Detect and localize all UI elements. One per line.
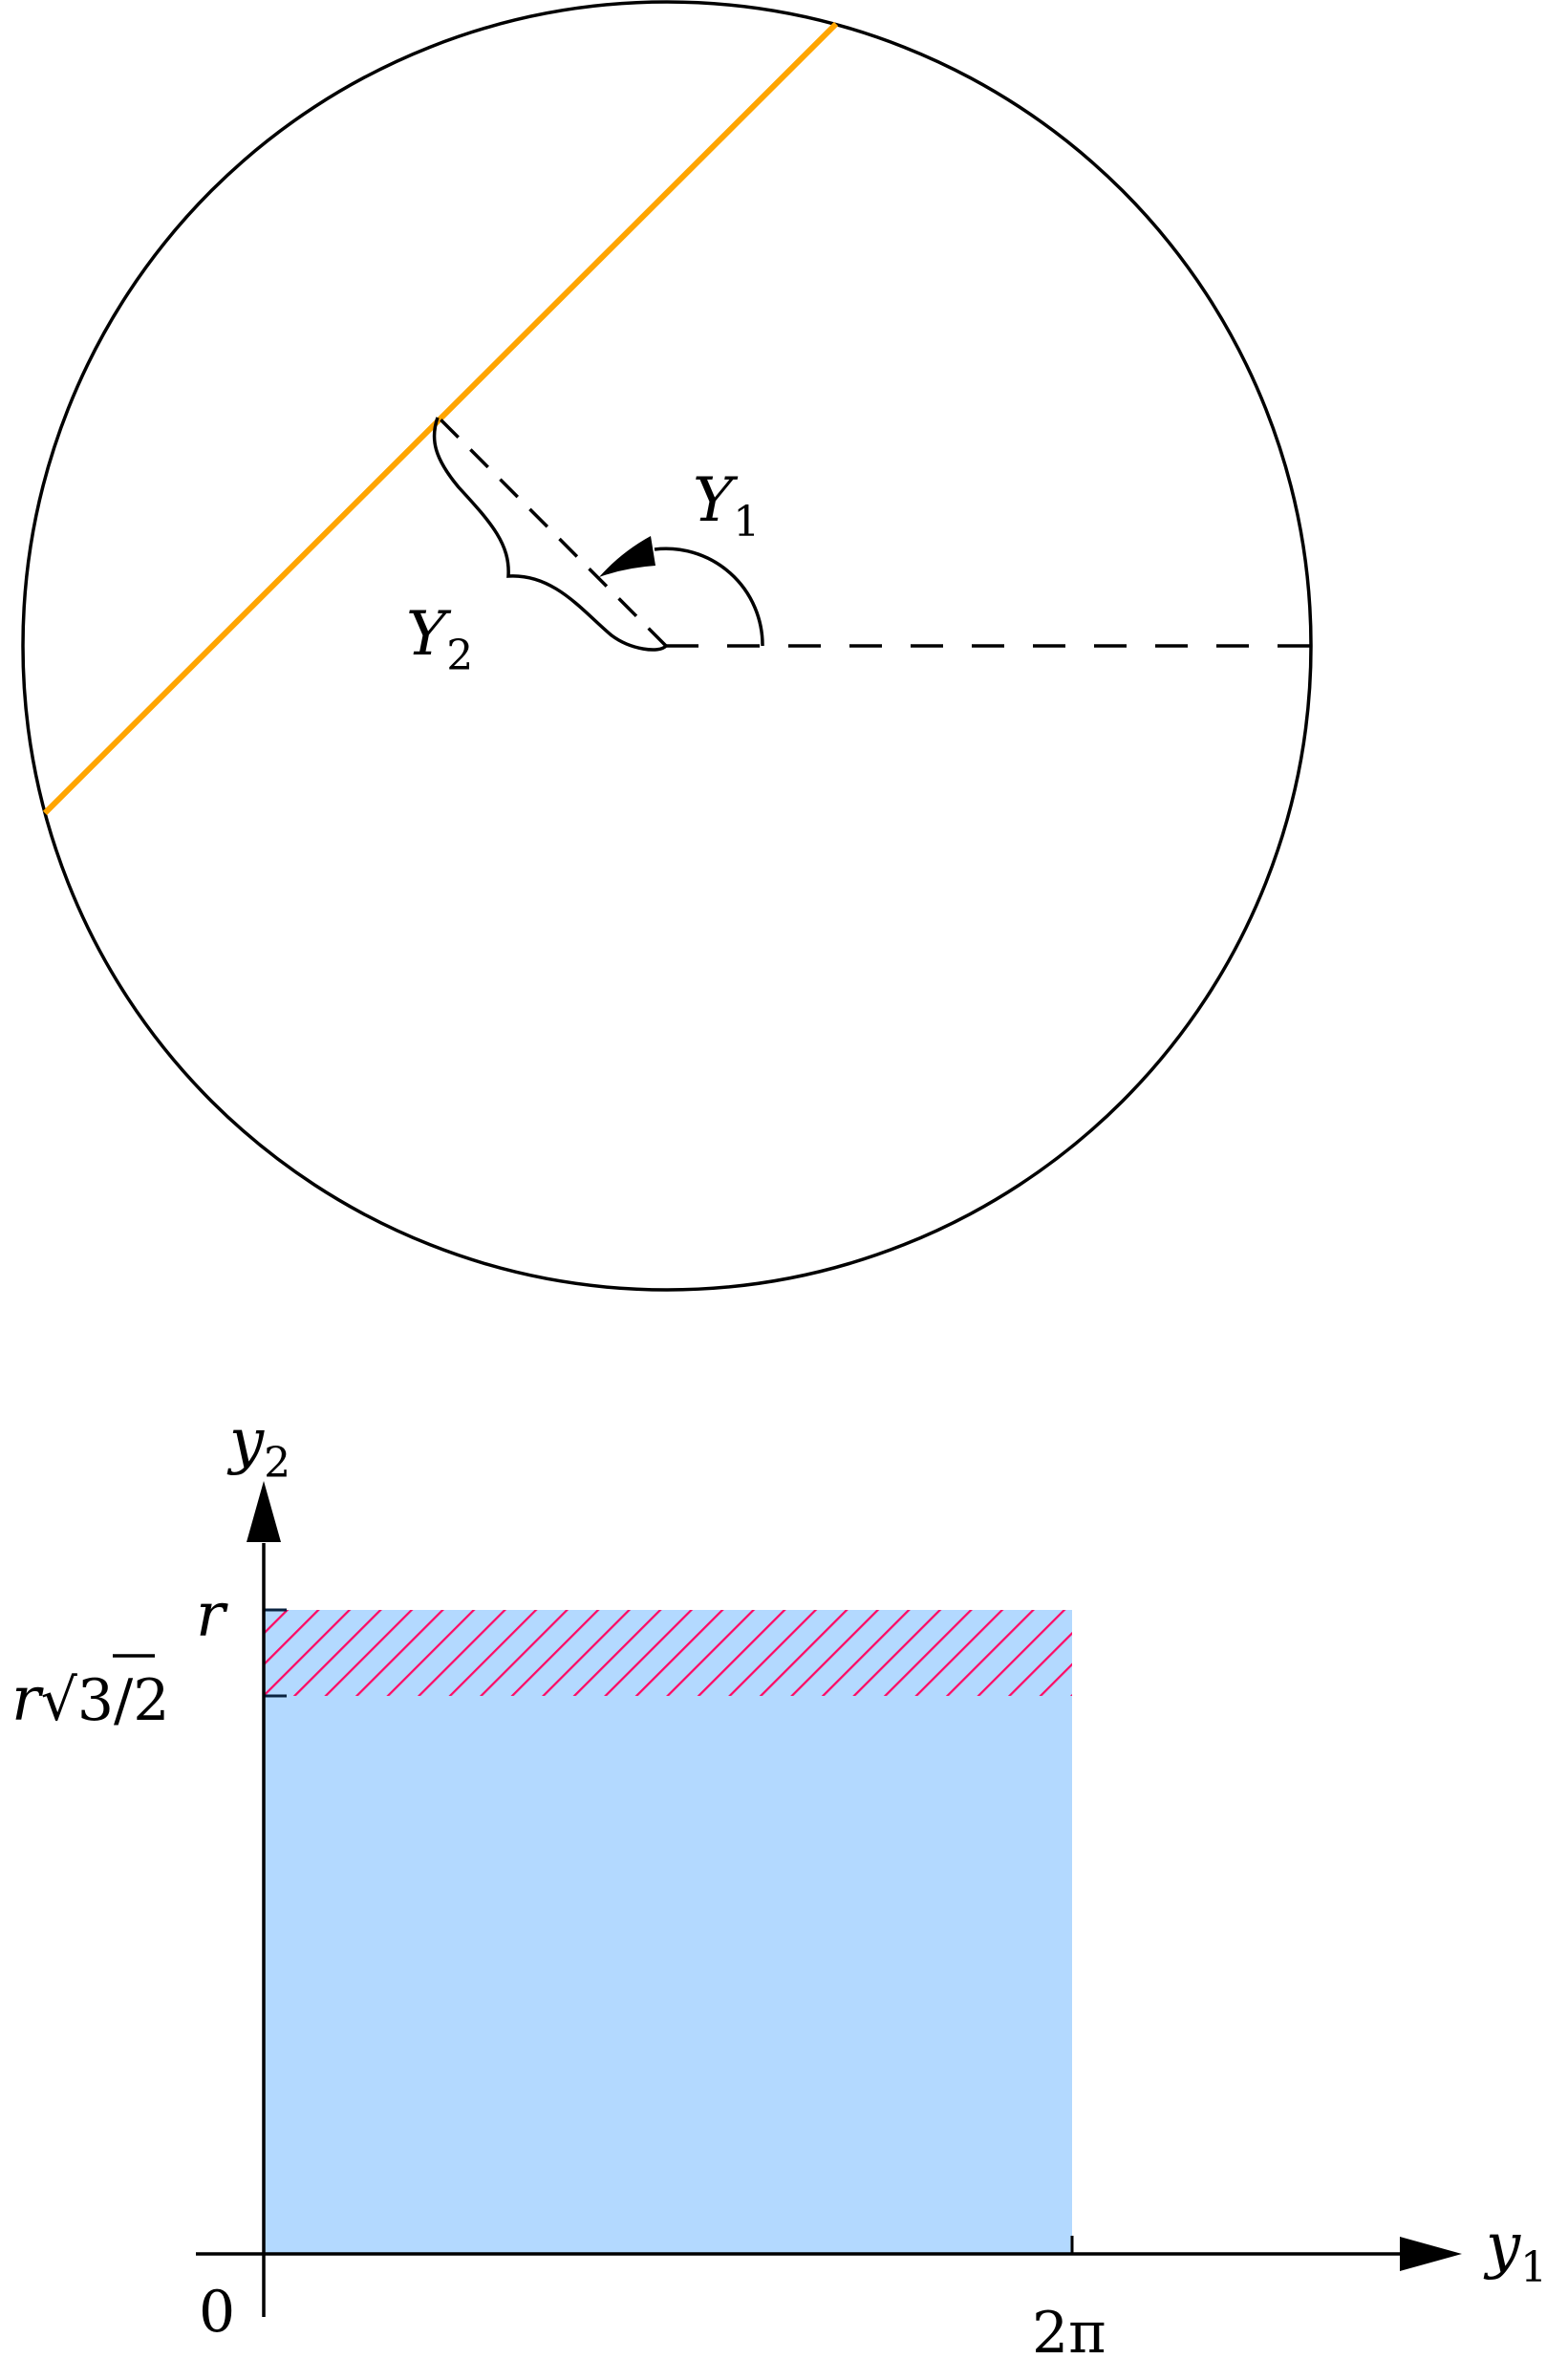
x-tick-2pi: 2π [1032, 2300, 1106, 2359]
origin-label: 0 [199, 2279, 235, 2346]
y-axis-label: y2 [226, 1406, 290, 1488]
label-Y1: Y1 [693, 465, 760, 547]
y-axis-arrow-icon [247, 1481, 281, 1542]
radius-to-chord-dashed [437, 416, 668, 648]
hatched-region [264, 1610, 1072, 1696]
x-axis-label: y1 [1483, 2211, 1547, 2292]
label-Y2: Y2 [406, 599, 473, 680]
angle-arrowhead-icon [599, 536, 655, 577]
angle-arc [654, 547, 764, 647]
y-tick-r-sqrt3-over-2: r√3/2 [11, 1664, 169, 1735]
full-region-fill [264, 1610, 1072, 2254]
distance-brace [432, 417, 668, 652]
circle-figure: Y1 Y2 [21, 0, 1313, 1292]
y-tick-r: r [196, 1580, 228, 1651]
random-chord [42, 21, 839, 816]
region-plot: y2 y1 0 2π r r√3/2 [11, 1406, 1547, 2359]
x-axis-arrow-icon [1400, 2237, 1462, 2271]
circle [21, 0, 1313, 1292]
